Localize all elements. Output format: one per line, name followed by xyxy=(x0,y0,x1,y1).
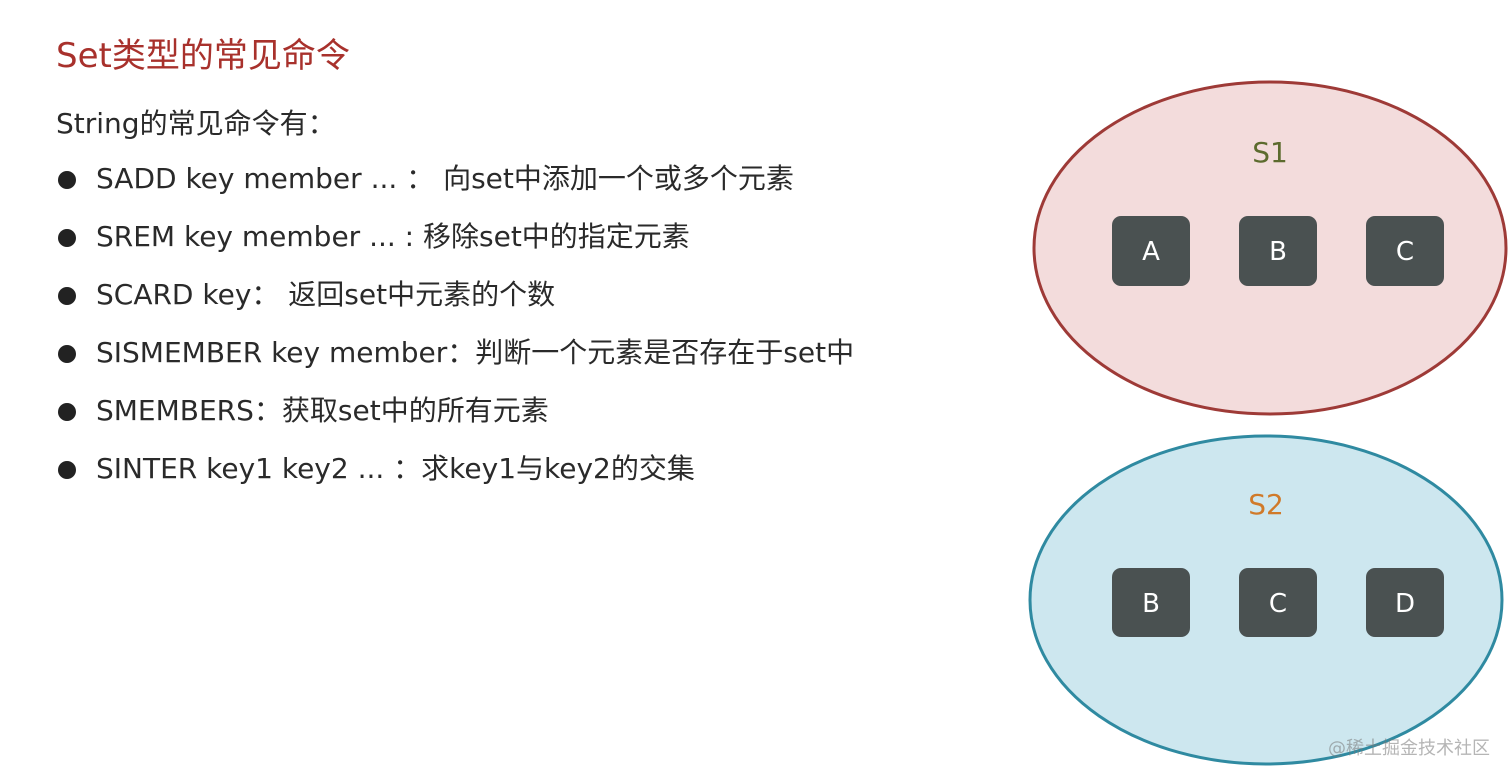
element-box: B xyxy=(1112,568,1190,637)
bullet-dot xyxy=(58,287,76,305)
element-box-bg xyxy=(1112,216,1190,286)
list-item: SISMEMBER key member：判断一个元素是否存在于set中 xyxy=(56,330,854,388)
bullet-dot xyxy=(58,461,76,479)
element-label: C xyxy=(1269,589,1287,619)
set-s2-label: S2 xyxy=(1248,488,1284,521)
element-box-bg xyxy=(1366,568,1444,637)
element-box: A xyxy=(1112,216,1190,286)
element-label: B xyxy=(1142,589,1160,619)
command-text: SCARD key： 返回set中元素的个数 xyxy=(96,278,556,311)
element-box: B xyxy=(1239,216,1317,286)
element-label: B xyxy=(1269,237,1287,267)
list-item: SADD key member ... ： 向set中添加一个或多个元素 xyxy=(56,156,854,214)
set-s1-label: S1 xyxy=(1252,136,1288,169)
element-label: D xyxy=(1395,589,1415,619)
element-box-bg xyxy=(1239,568,1317,637)
page-title: Set类型的常见命令 xyxy=(56,36,350,76)
list-item: SMEMBERS：获取set中的所有元素 xyxy=(56,388,854,446)
bullet-dot xyxy=(58,403,76,421)
element-label: A xyxy=(1142,237,1160,267)
bullet-dot xyxy=(58,345,76,363)
command-text: SMEMBERS：获取set中的所有元素 xyxy=(96,394,549,427)
set-diagram: S1 A B C S2 B C D xyxy=(1028,80,1508,766)
element-box: D xyxy=(1366,568,1444,637)
set-s2: S2 B C D xyxy=(1028,434,1504,766)
command-text: SISMEMBER key member：判断一个元素是否存在于set中 xyxy=(96,336,855,369)
bullet-dot xyxy=(58,171,76,189)
command-text: SINTER key1 key2 ... ：求key1与key2的交集 xyxy=(96,452,695,485)
watermark: @稀土掘金技术社区 xyxy=(1328,738,1490,759)
list-item: SCARD key： 返回set中元素的个数 xyxy=(56,272,854,330)
intro-text: String的常见命令有： xyxy=(56,107,336,140)
element-label: C xyxy=(1396,237,1414,267)
element-box: C xyxy=(1239,568,1317,637)
element-box-bg xyxy=(1239,216,1317,286)
list-item: SREM key member ... : 移除set中的指定元素 xyxy=(56,214,854,272)
bullet-dot xyxy=(58,229,76,247)
set-s1: S1 A B C xyxy=(1032,80,1508,416)
command-text: SREM key member ... : 移除set中的指定元素 xyxy=(96,220,690,253)
command-text: SADD key member ... ： 向set中添加一个或多个元素 xyxy=(96,162,794,195)
list-item: SINTER key1 key2 ... ：求key1与key2的交集 xyxy=(56,446,854,504)
element-box-bg xyxy=(1366,216,1444,286)
command-list: SADD key member ... ： 向set中添加一个或多个元素 SRE… xyxy=(56,156,854,504)
element-box-bg xyxy=(1112,568,1190,637)
element-box: C xyxy=(1366,216,1444,286)
